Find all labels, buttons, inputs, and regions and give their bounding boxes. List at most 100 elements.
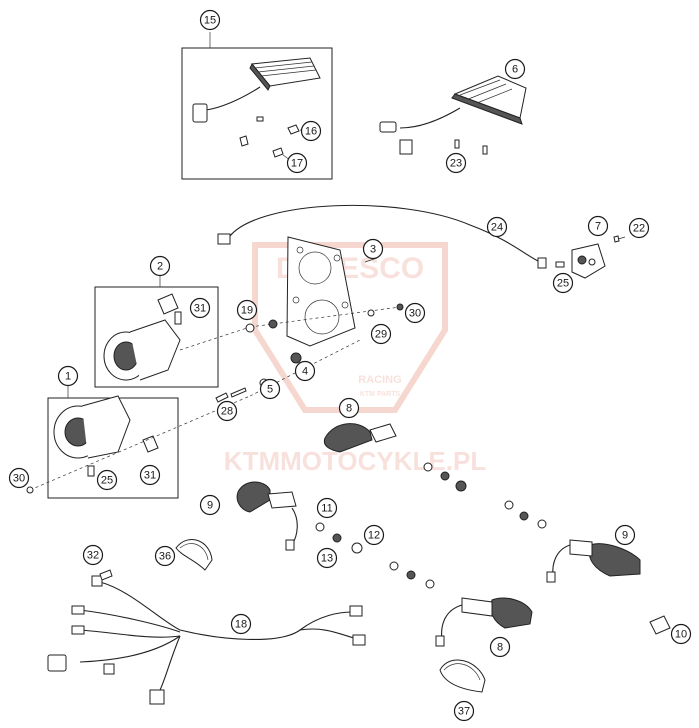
callout-29[interactable]: 29 (370, 323, 392, 345)
callout-25[interactable]: 25 (552, 272, 574, 294)
callout-23[interactable]: 23 (445, 152, 467, 174)
callout-circle (587, 215, 609, 237)
washers-group (315, 522, 363, 554)
callout-circle (316, 547, 338, 569)
callout-label: 30 (13, 473, 25, 485)
high-beam-box (94, 276, 251, 388)
callout-circle (363, 524, 385, 546)
callout-label: 4 (302, 366, 308, 378)
callout-circle (628, 217, 650, 239)
callout-12[interactable]: 12 (363, 524, 385, 546)
callout-label: 9 (622, 530, 628, 542)
callout-circle (96, 469, 118, 491)
callout-label: 18 (235, 619, 247, 631)
callout-37[interactable]: 37 (453, 700, 475, 722)
callout-16[interactable]: 16 (300, 120, 322, 142)
callout-8[interactable]: 8 (338, 397, 360, 419)
upper-fasteners (245, 303, 404, 333)
callout-circle (216, 400, 238, 422)
callout-4[interactable]: 4 (294, 360, 316, 382)
speedo-cable (217, 204, 547, 269)
callout-label: 11 (321, 503, 332, 515)
callout-circle (57, 365, 79, 387)
license-plate-light-kit-box (181, 32, 333, 180)
callout-17[interactable]: 17 (286, 152, 308, 174)
callout-circle (316, 497, 338, 519)
callout-circle (489, 636, 511, 658)
callout-8[interactable]: 8 (489, 636, 511, 658)
callout-13[interactable]: 13 (316, 547, 338, 569)
callout-label: 30 (409, 308, 421, 320)
callout-circle (670, 623, 692, 645)
callout-circle (486, 216, 508, 238)
callout-7[interactable]: 7 (587, 215, 609, 237)
callout-label: 16 (305, 126, 317, 138)
callout-label: 19 (241, 305, 253, 317)
callout-circle (8, 467, 30, 489)
callout-32[interactable]: 32 (82, 544, 104, 566)
low-beam-box (26, 386, 251, 499)
callout-label: 17 (291, 158, 303, 170)
callout-label: 37 (458, 706, 470, 718)
callout-24[interactable]: 24 (486, 216, 508, 238)
callout-circle (294, 360, 316, 382)
callout-label: 15 (204, 15, 216, 27)
lower-fasteners (215, 339, 361, 403)
watermark-brand-sub: RACING (358, 374, 401, 386)
callout-36[interactable]: 36 (154, 545, 176, 567)
callout-22[interactable]: 22 (628, 217, 650, 239)
callout-label: 25 (101, 475, 113, 487)
callout-31[interactable]: 31 (139, 464, 161, 486)
callout-circle (504, 58, 526, 80)
callout-circle (154, 545, 176, 567)
indicator-front-left (236, 481, 298, 551)
callout-circle (230, 613, 252, 635)
callout-label: 8 (346, 403, 352, 415)
callout-label: 3 (370, 244, 376, 256)
callout-label: 29 (375, 329, 387, 341)
callout-circle (199, 494, 221, 516)
callout-30[interactable]: 30 (404, 302, 426, 324)
callout-9[interactable]: 9 (199, 494, 221, 516)
callout-circle (189, 297, 211, 319)
callout-3[interactable]: 3 (362, 238, 384, 260)
callout-11[interactable]: 11 (316, 497, 338, 519)
watermark-brand-small: KTM PARTS (360, 391, 401, 398)
wiring-harness (47, 569, 366, 705)
callout-28[interactable]: 28 (216, 400, 238, 422)
callout-label: 32 (87, 550, 99, 562)
callout-6[interactable]: 6 (504, 58, 526, 80)
callout-circle (404, 302, 426, 324)
callout-19[interactable]: 19 (236, 299, 258, 321)
callout-9[interactable]: 9 (614, 524, 636, 546)
callout-circle (259, 378, 281, 400)
callout-1[interactable]: 1 (57, 365, 79, 387)
callout-label: 24 (491, 222, 503, 234)
callout-label: 6 (512, 64, 518, 76)
callout-10[interactable]: 10 (670, 623, 692, 645)
callout-15[interactable]: 15 (199, 9, 221, 31)
callout-30[interactable]: 30 (8, 467, 30, 489)
indicator-guard-front (175, 538, 213, 571)
callout-label: 12 (368, 530, 380, 542)
callout-25[interactable]: 25 (96, 469, 118, 491)
callout-label: 23 (450, 158, 462, 170)
callout-label: 25 (557, 278, 569, 290)
bulb (649, 615, 671, 635)
callout-18[interactable]: 18 (230, 613, 252, 635)
callout-circle (199, 9, 221, 31)
callout-label: 7 (595, 221, 601, 233)
callout-label: 28 (221, 406, 233, 418)
callout-label: 22 (633, 223, 645, 235)
callout-label: 13 (321, 553, 333, 565)
callout-label: 36 (159, 551, 171, 563)
callout-label: 5 (267, 384, 273, 396)
callout-circle (445, 152, 467, 174)
callout-circle (286, 152, 308, 174)
callout-5[interactable]: 5 (259, 378, 281, 400)
callout-2[interactable]: 2 (149, 255, 171, 277)
callout-31[interactable]: 31 (189, 297, 211, 319)
indicator-guard-rear (439, 659, 486, 693)
callouts-layer: 1234567889910111213151617181922232425252… (8, 9, 692, 722)
